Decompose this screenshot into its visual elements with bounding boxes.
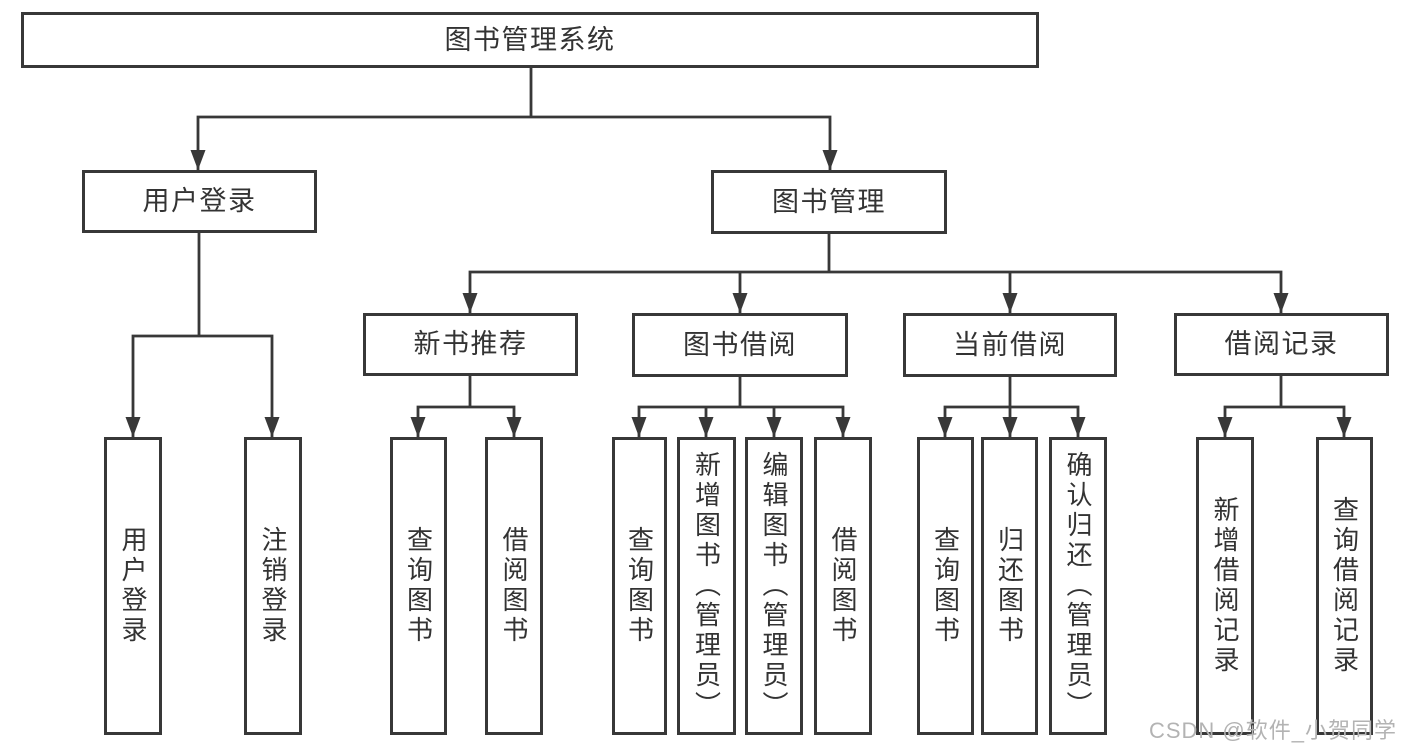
connector-user-login [125, 233, 280, 437]
node-current-borrow: 当前借阅 [903, 313, 1117, 377]
node-borrow-record: 借阅记录 [1174, 313, 1389, 376]
leaf-record-query-record: 查询借阅记录 [1316, 437, 1373, 735]
leaf-borrow-borrow-book: 借阅图书 [814, 437, 872, 735]
leaf-borrow-edit-book: 编辑图书（管理员） [745, 437, 803, 735]
csdn-watermark: CSDN @软件_小贺同学 [1148, 718, 1397, 743]
leaf-user-login: 用户登录 [104, 437, 162, 735]
node-book-borrow: 图书借阅 [632, 313, 848, 377]
connector-book-management [462, 234, 1289, 313]
node-book-management: 图书管理 [711, 170, 947, 234]
connector-current-borrow [937, 376, 1086, 437]
leaf-record-add-record: 新增借阅记录 [1196, 437, 1254, 735]
connector-new-book-recommend [410, 376, 522, 437]
node-new-book-recommend: 新书推荐 [363, 313, 578, 376]
node-root: 图书管理系统 [21, 12, 1039, 68]
leaf-current-return-book: 归还图书 [981, 437, 1038, 735]
connector-book-borrow [631, 376, 851, 437]
leaf-recommend-query-book: 查询图书 [390, 437, 447, 735]
leaf-borrow-query-book: 查询图书 [612, 437, 667, 735]
leaf-logout-login: 注销登录 [244, 437, 302, 735]
connector-root [190, 68, 838, 170]
node-user-login: 用户登录 [82, 170, 317, 233]
leaf-current-query-book: 查询图书 [917, 437, 974, 735]
leaf-recommend-borrow-book: 借阅图书 [485, 437, 543, 735]
leaf-current-confirm-return: 确认归还（管理员） [1049, 437, 1107, 735]
leaf-borrow-add-book: 新增图书（管理员） [677, 437, 736, 735]
connector-borrow-record [1217, 376, 1352, 437]
